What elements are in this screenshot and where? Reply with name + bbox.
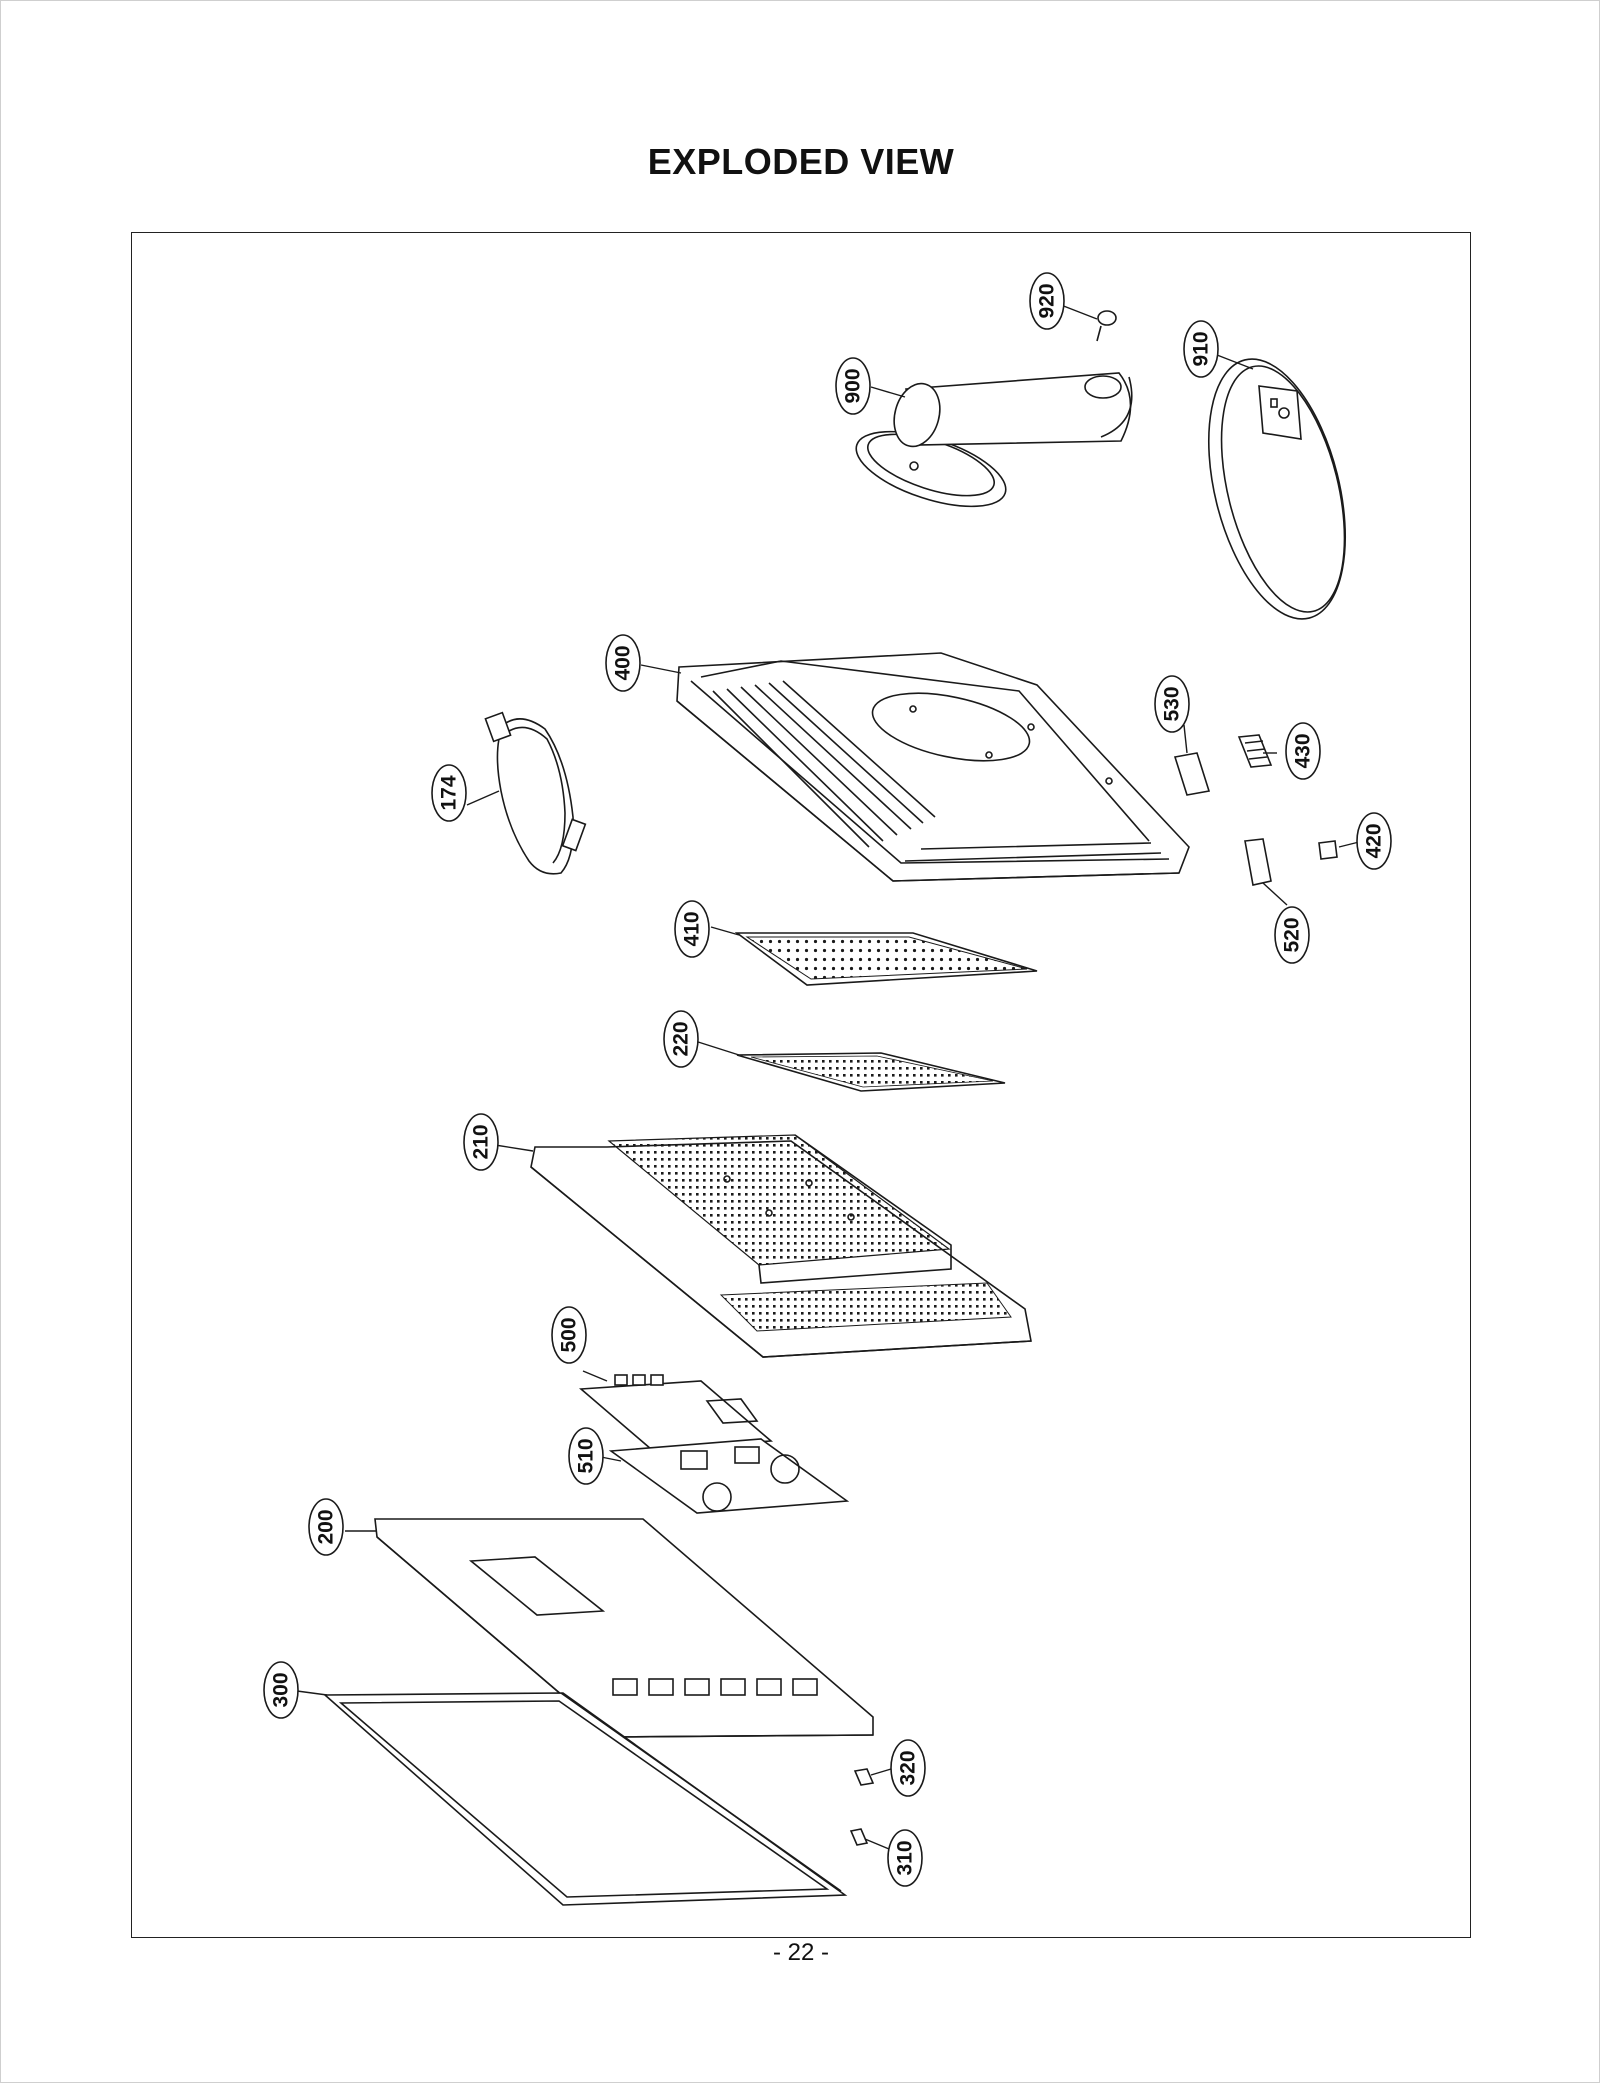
part-420-switch — [1318, 840, 1338, 860]
part-500-main-board — [578, 1374, 774, 1450]
callout-210: 210 — [463, 1113, 499, 1171]
callout-label: 220 — [670, 1021, 693, 1056]
part-310-clip — [849, 1828, 869, 1846]
callout-430: 430 — [1285, 722, 1321, 780]
part-320-clip — [853, 1768, 875, 1786]
callout-320: 320 — [890, 1739, 926, 1797]
part-210-chassis — [530, 1134, 1032, 1358]
part-200-lcd-panel — [374, 1518, 874, 1738]
callout-label: 310 — [894, 1840, 917, 1875]
part-400-back-cover — [676, 652, 1190, 882]
part-900-stand-neck — [855, 372, 1133, 508]
callout-910: 910 — [1183, 320, 1219, 378]
callout-label: 400 — [612, 645, 635, 680]
part-174-power-cord — [484, 711, 587, 875]
part-510-power-board — [608, 1438, 850, 1514]
callout-520: 520 — [1274, 906, 1310, 964]
callout-174: 174 — [431, 764, 467, 822]
callout-label: 430 — [1292, 733, 1315, 768]
part-910-base-plate — [1207, 358, 1347, 620]
diagram-frame — [131, 232, 1471, 1938]
part-300-front-bezel — [322, 1692, 848, 1906]
callout-label: 510 — [575, 1438, 598, 1473]
callout-900: 900 — [835, 357, 871, 415]
part-220-shield-plate — [736, 1052, 1006, 1092]
callout-220: 220 — [663, 1010, 699, 1068]
leader-lines — [296, 304, 1364, 1850]
callout-label: 420 — [1363, 823, 1386, 858]
callout-label: 410 — [681, 911, 704, 946]
callout-label: 320 — [897, 1750, 920, 1785]
callout-200: 200 — [308, 1498, 344, 1556]
callout-label: 530 — [1161, 686, 1184, 721]
callout-400: 400 — [605, 634, 641, 692]
callout-510: 510 — [568, 1427, 604, 1485]
callout-410: 410 — [674, 900, 710, 958]
part-410-shield — [734, 932, 1038, 986]
part-920-clip — [1096, 310, 1117, 342]
page-title: EXPLODED VIEW — [647, 141, 955, 182]
part-520-board — [1244, 838, 1272, 886]
callout-420: 420 — [1356, 812, 1392, 870]
callout-920: 920 — [1029, 272, 1065, 330]
callout-label: 200 — [315, 1509, 338, 1544]
part-530-bracket — [1173, 752, 1211, 796]
callout-label: 920 — [1036, 283, 1059, 318]
callout-300: 300 — [263, 1661, 299, 1719]
callout-530: 530 — [1154, 675, 1190, 733]
callout-label: 300 — [270, 1672, 293, 1707]
callout-label: 174 — [438, 775, 461, 810]
callout-500: 500 — [551, 1306, 587, 1364]
page-number: - 22 - — [772, 1939, 829, 1966]
part-430-connector — [1237, 734, 1273, 768]
callout-label: 210 — [470, 1124, 493, 1159]
callout-label: 520 — [1281, 917, 1304, 952]
callout-label: 900 — [842, 368, 865, 403]
callout-310: 310 — [887, 1829, 923, 1887]
callout-label: 500 — [558, 1317, 581, 1352]
callout-label: 910 — [1190, 331, 1213, 366]
